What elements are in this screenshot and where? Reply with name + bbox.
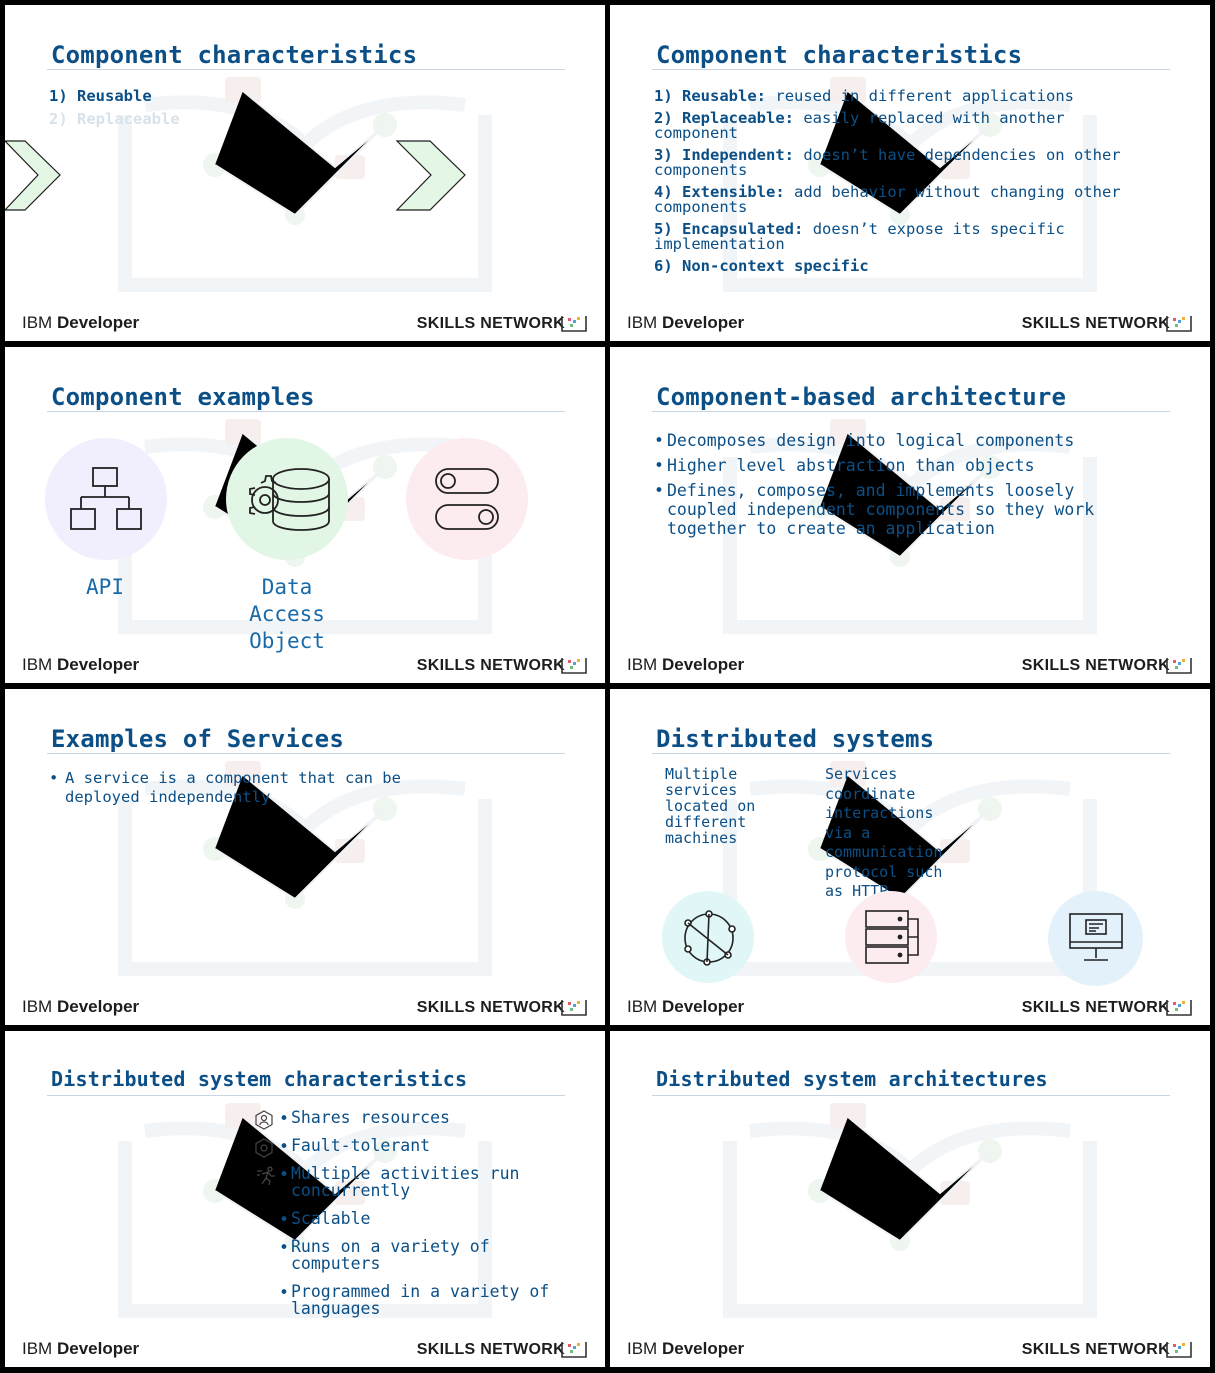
bullet-text: Multiple activities run concurrently [291, 1164, 520, 1200]
list-item-replaceable: 2) Replaceable [49, 110, 180, 128]
next-chevron-icon[interactable] [395, 139, 467, 213]
skills-network-logo: SKILLS NETWORK [416, 315, 565, 332]
ibm-developer-logo: IBM Developer [22, 313, 140, 332]
bullet-item: • [654, 456, 664, 475]
bullet-item: • [279, 1283, 289, 1302]
monitor-icon [1069, 913, 1123, 961]
slide-distributed-system-characteristics: Distributed system characteristics • Sha… [5, 1031, 605, 1367]
ibm-developer-logo: IBM Developer [22, 1339, 140, 1358]
bullet-item: • [279, 1165, 289, 1184]
ibm-developer-logo: IBM Developer [22, 997, 140, 1016]
ibm-developer-logo: IBM Developer [627, 313, 745, 332]
slide-examples-of-services: Examples of Services • A service is a co… [5, 689, 605, 1025]
title-rule [652, 753, 1170, 754]
characteristic-item: 2) Replaceable: easily replaced with ano… [654, 109, 1074, 142]
api-icon-circle [45, 438, 167, 560]
skills-network-logo: SKILLS NETWORK [1021, 657, 1170, 674]
skills-network-logo: SKILLS NETWORK [416, 1341, 565, 1358]
network-icon [684, 910, 736, 966]
database-gear-icon [249, 468, 330, 531]
ibm-developer-logo: IBM Developer [22, 655, 140, 674]
characteristic-item: 6) Non-context specific [654, 257, 869, 275]
skills-network-logo: SKILLS NETWORK [1021, 315, 1170, 332]
skills-network-book-icon [1166, 658, 1192, 674]
bullet-item: • [279, 1109, 289, 1128]
data-access-object-label-line3: Object [249, 629, 325, 653]
skills-network-book-icon [561, 658, 587, 674]
server-rack-icon-circle [845, 891, 937, 983]
services-coordinate-text: Services coordinate interactions via a c… [825, 765, 943, 900]
skills-network-logo: SKILLS NETWORK [416, 657, 565, 674]
slide-title: Component examples [51, 383, 315, 411]
bullet-text: Runs on a variety of computers [291, 1237, 490, 1273]
hierarchy-icon [70, 467, 142, 530]
bullet-text: Higher level abstraction than objects [667, 456, 1035, 475]
api-label: API [86, 575, 124, 599]
data-access-object-label-line1: Data [261, 575, 313, 599]
toggle-icon [435, 468, 499, 530]
bullet-text: Fault-tolerant [291, 1136, 431, 1155]
bullet-text: Shares resources [291, 1108, 450, 1127]
title-rule [47, 411, 565, 412]
bullet-text: A service is a component that can be dep… [65, 769, 401, 806]
slide-title: Component characteristics [51, 41, 418, 69]
slide-distributed-systems: Distributed systems Multiple services lo… [610, 689, 1210, 1025]
bullet-item: • [279, 1238, 289, 1257]
title-rule [47, 753, 565, 754]
skills-network-book-icon [1166, 316, 1192, 332]
data-access-object-icon-circle [226, 438, 348, 560]
bullet-text: Defines, composes, and implements loosel… [667, 481, 1095, 538]
bullet-item: • [49, 769, 59, 787]
bullet-item: • [654, 481, 664, 500]
skills-network-book-icon [561, 1000, 587, 1016]
ibm-developer-logo: IBM Developer [627, 1339, 745, 1358]
ibm-developer-logo: IBM Developer [627, 997, 745, 1016]
characteristic-item: 4) Extensible: add behavior without chan… [654, 183, 1130, 216]
skills-network-book-icon [561, 316, 587, 332]
skills-network-book-icon [561, 1342, 587, 1358]
list-item-reusable: 1) Reusable [49, 87, 152, 105]
skills-network-logo: SKILLS NETWORK [416, 999, 565, 1016]
slide-component-based-architecture: Component-based architecture • Decompose… [610, 347, 1210, 683]
server-rack-icon [865, 910, 919, 964]
slide-title: Examples of Services [51, 725, 344, 753]
multiple-services-text: Multiple services located on different m… [665, 765, 756, 847]
bullet-text: Decomposes design into logical component… [667, 431, 1075, 450]
skills-network-logo: SKILLS NETWORK [1021, 1341, 1170, 1358]
bullet-item: • [654, 431, 664, 450]
characteristic-item: 3) Independent: doesn’t have dependencie… [654, 146, 1130, 179]
slide-title: Distributed systems [656, 725, 935, 753]
monitor-icon-circle [1048, 891, 1143, 986]
skills-network-logo: SKILLS NETWORK [1021, 999, 1170, 1016]
bullet-item: • [279, 1137, 289, 1156]
slide-title: Distributed system architectures [656, 1067, 1048, 1091]
slide-title: Distributed system characteristics [51, 1067, 468, 1091]
skills-network-book-icon [1166, 1000, 1192, 1016]
characteristic-item: 1) Reusable: reused in different applica… [654, 87, 1074, 105]
slide-distributed-system-architectures: Distributed system architectures IBM Dev… [610, 1031, 1210, 1367]
slide-title: Component-based architecture [656, 383, 1067, 411]
previous-chevron-icon[interactable] [5, 139, 65, 213]
bullet-text: Scalable [291, 1209, 371, 1228]
fault-tolerant-icon [255, 1138, 273, 1158]
bullet-item: • [279, 1210, 289, 1229]
slide-component-examples: Component examples API Data Acce [5, 347, 605, 683]
shares-resources-icon [255, 1110, 273, 1130]
slide-title: Component characteristics [656, 41, 1023, 69]
title-rule [47, 69, 565, 70]
title-rule [47, 1095, 565, 1096]
skills-network-book-icon [1166, 1342, 1192, 1358]
slide-component-characteristics-intro: Component characteristics 1) Reusable 2)… [5, 5, 605, 341]
bullet-text: Programmed in a variety of languages [291, 1282, 550, 1318]
title-rule [652, 1095, 1170, 1096]
characteristic-item: 5) Encapsulated: doesn’t expose its spec… [654, 220, 1074, 253]
toggle-icon-circle [406, 438, 528, 560]
ibm-developer-logo: IBM Developer [627, 655, 745, 674]
title-rule [652, 69, 1170, 70]
data-access-object-label-line2: Access [249, 602, 325, 626]
title-rule [652, 411, 1170, 412]
running-activity-icon [257, 1166, 275, 1186]
slide-component-characteristics-full: Component characteristics 1) Reusable: r… [610, 5, 1210, 341]
